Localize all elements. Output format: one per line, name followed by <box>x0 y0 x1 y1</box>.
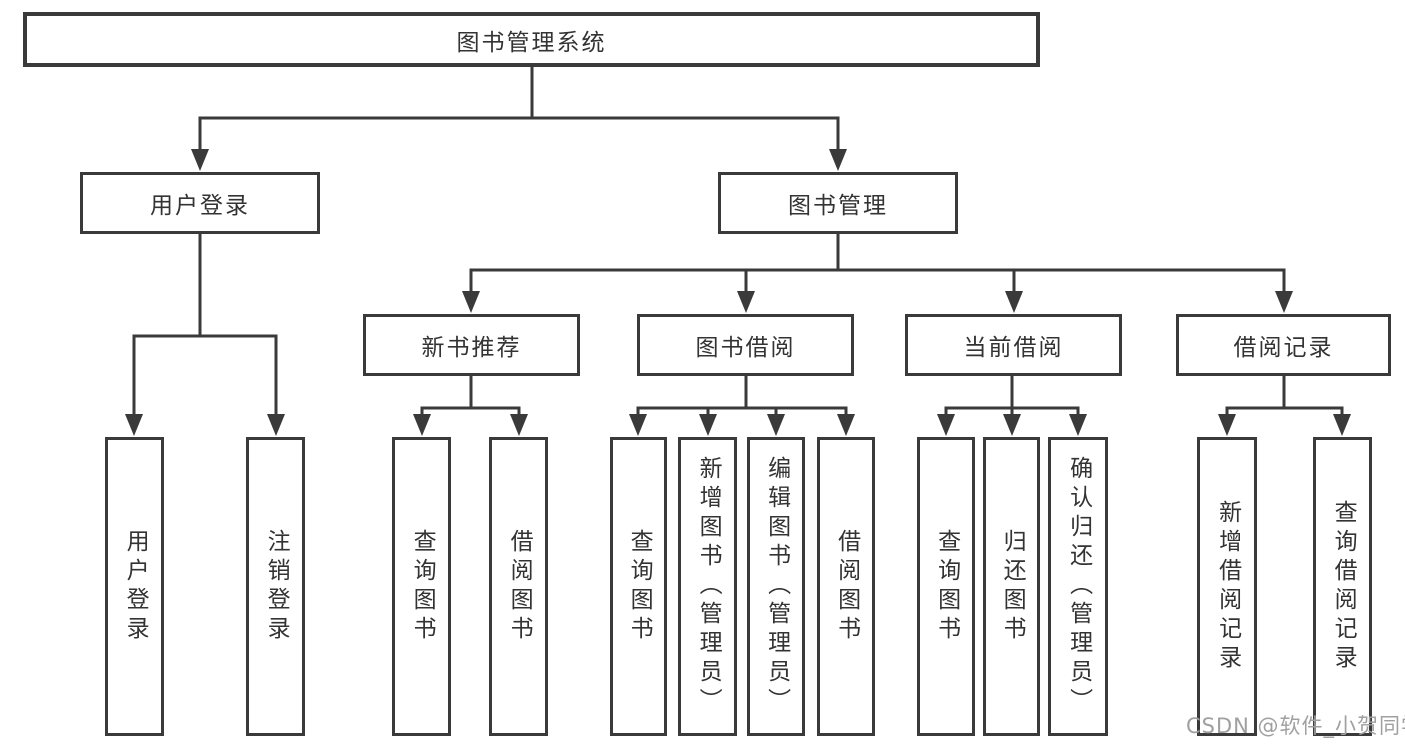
leaf-user-login: 用户登录 <box>105 437 164 736</box>
leaf-query-books-borrowing-label: 查询图书 <box>626 528 653 645</box>
node-new-book-recommend: 新书推荐 <box>363 314 580 376</box>
leaf-borrow-books-recommend-label: 借阅图书 <box>506 528 533 645</box>
node-borrowing-records: 借阅记录 <box>1176 314 1391 376</box>
leaf-logout-label: 注销登录 <box>263 528 290 645</box>
leaf-add-borrow-record: 新增借阅记录 <box>1197 437 1257 736</box>
node-current-borrowing: 当前借阅 <box>905 314 1122 376</box>
leaf-return-books: 归还图书 <box>983 437 1040 736</box>
connector-current-borrowing-to-leaves <box>937 376 1087 436</box>
connector-book-management-to-level3 <box>462 234 1293 313</box>
leaf-query-books-current-label: 查询图书 <box>933 528 960 645</box>
connector-new-book-recommend-to-leaves <box>413 376 528 436</box>
leaf-query-borrow-record-label: 查询借阅记录 <box>1330 499 1357 674</box>
node-book-borrowing: 图书借阅 <box>637 314 854 376</box>
leaf-edit-book-admin-label: 编辑图书（管理员） <box>763 456 790 717</box>
leaf-borrow-books-borrowing-label: 借阅图书 <box>833 528 860 645</box>
node-root: 图书管理系统 <box>23 12 1040 67</box>
leaf-add-borrow-record-label: 新增借阅记录 <box>1214 499 1241 674</box>
leaf-query-books-borrowing: 查询图书 <box>610 437 667 736</box>
leaf-logout: 注销登录 <box>246 437 305 736</box>
leaf-add-book-admin-label: 新增图书（管理员） <box>695 456 722 717</box>
connector-user-login-to-leaves <box>125 234 285 436</box>
leaf-query-books-recommend-label: 查询图书 <box>409 528 436 645</box>
leaf-confirm-return-admin-label: 确认归还（管理员） <box>1065 456 1092 717</box>
leaf-query-books-recommend: 查询图书 <box>392 437 451 736</box>
connector-book-borrowing-to-leaves <box>629 376 855 436</box>
leaf-query-books-current: 查询图书 <box>917 437 975 736</box>
node-book-management: 图书管理 <box>718 172 958 234</box>
watermark: CSDN @软件_小贺同学 <box>1186 714 1405 738</box>
leaf-user-login-label: 用户登录 <box>122 528 149 645</box>
leaf-borrow-books-borrowing: 借阅图书 <box>817 437 875 736</box>
leaf-borrow-books-recommend: 借阅图书 <box>489 437 548 736</box>
leaf-confirm-return-admin: 确认归还（管理员） <box>1048 437 1108 736</box>
connector-borrowing-records-to-leaves <box>1218 376 1351 436</box>
node-user-login: 用户登录 <box>80 172 320 234</box>
leaf-query-borrow-record: 查询借阅记录 <box>1313 437 1372 736</box>
leaf-add-book-admin: 新增图书（管理员） <box>678 437 737 736</box>
leaf-edit-book-admin: 编辑图书（管理员） <box>747 437 805 736</box>
leaf-return-books-label: 归还图书 <box>999 528 1026 645</box>
connector-root-to-level2 <box>191 67 847 171</box>
